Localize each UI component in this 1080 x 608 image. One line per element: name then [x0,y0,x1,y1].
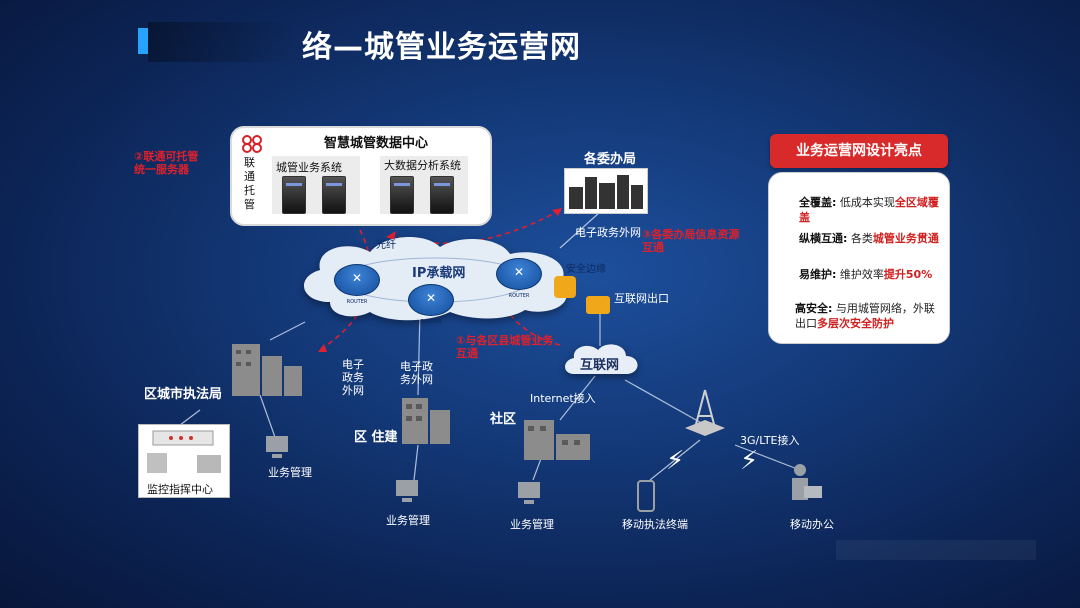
monitoring-center-box: 监控指挥中心 [138,424,230,498]
bigdata-system-panel: 大数据分析系统 [380,156,468,214]
ip-network-label: IP承载网 [412,262,465,281]
highlights-header: 业务运营网设计亮点 [770,134,948,168]
highlight-item: 全覆盖: 低成本实现全区域覆盖 [799,195,947,225]
security-label: 安全边缘 [566,260,606,275]
gewei-link-label: 电子政务外网 [575,224,641,240]
terminal-icon [264,434,290,460]
internet-label: 互联网 [580,354,619,373]
qu-chengguan-label: 区城市执法局 [144,383,222,402]
law-enforcement-building-icon [232,338,302,396]
data-center-title: 智慧城管数据中心 [324,132,428,151]
yewu-label-1: 业务管理 [268,464,312,480]
qu-zhujian-label: 区 住建 [354,426,398,445]
egov-left-label: 电子政务外网 [342,358,368,397]
monitoring-wall-icon [143,429,225,477]
highlight-item: 易维护: 维护效率提升50% [799,267,947,282]
gewei-building-icon [564,168,648,214]
internet-exit-label: 互联网出口 [614,290,669,306]
gewei-label: 各委办局 [584,148,636,167]
router-icon: ✕ROUTER [408,284,454,316]
server-icon [430,176,454,214]
annotation-unicom: ②联通可托管统一服务器 [134,150,204,176]
mobile-phone-icon [636,480,656,512]
business-system-panel: 城管业务系统 [272,156,360,214]
highlight-item: 高安全: 与用城管网络，外联出口多层次安全防护 [795,301,945,331]
highlights-panel: 全覆盖: 低成本实现全区域覆盖 纵横互通: 各类城管业务贯通 易维护: 维护效率… [768,172,950,344]
egov-mid-label: 电子政务外网 [400,360,440,386]
server-icon [322,176,346,214]
housing-building-icon [402,398,450,444]
community-building-icon [524,410,590,460]
cell-tower-icon [680,388,730,438]
fiber-label: 光纤 [376,236,396,251]
mobile-terminal-label: 移动执法终端 [622,516,688,532]
lightning-icon: ⚡ [666,446,684,476]
unicom-logo-icon [240,134,264,154]
data-center-box: 智慧城管数据中心 联通托管 城管业务系统 大数据分析系统 [230,126,492,226]
yewu-label-2: 业务管理 [386,512,430,528]
annotation-ipnet: ①与各区县城管业务互通 [456,334,556,360]
mobile-office-label: 移动办公 [790,516,834,532]
terminal-icon [394,478,420,504]
server-icon [282,176,306,214]
bigdata-system-label: 大数据分析系统 [384,159,466,172]
lightning-icon: ⚡ [740,446,758,476]
firewall-icon [554,276,576,298]
annotation-gewei: ③各委办局信息资源互通 [642,228,742,254]
business-system-label: 城管业务系统 [276,159,342,175]
highlight-item: 纵横互通: 各类城管业务贯通 [799,231,947,246]
data-center-side-label: 联通托管 [244,156,258,212]
internet-access-label: Internet接入 [530,390,596,406]
server-icon [390,176,414,214]
router-icon: ✕ROUTER [496,258,542,290]
yewu-label-3: 业务管理 [510,516,554,532]
mobile-office-person-icon [788,462,824,508]
watermark-area [836,540,1036,560]
firewall-icon [586,296,610,314]
monitoring-center-label: 监控指挥中心 [147,481,213,497]
router-icon: ✕ROUTER [334,264,380,296]
shequ-label: 社区 [490,408,516,427]
terminal-icon [516,480,542,506]
